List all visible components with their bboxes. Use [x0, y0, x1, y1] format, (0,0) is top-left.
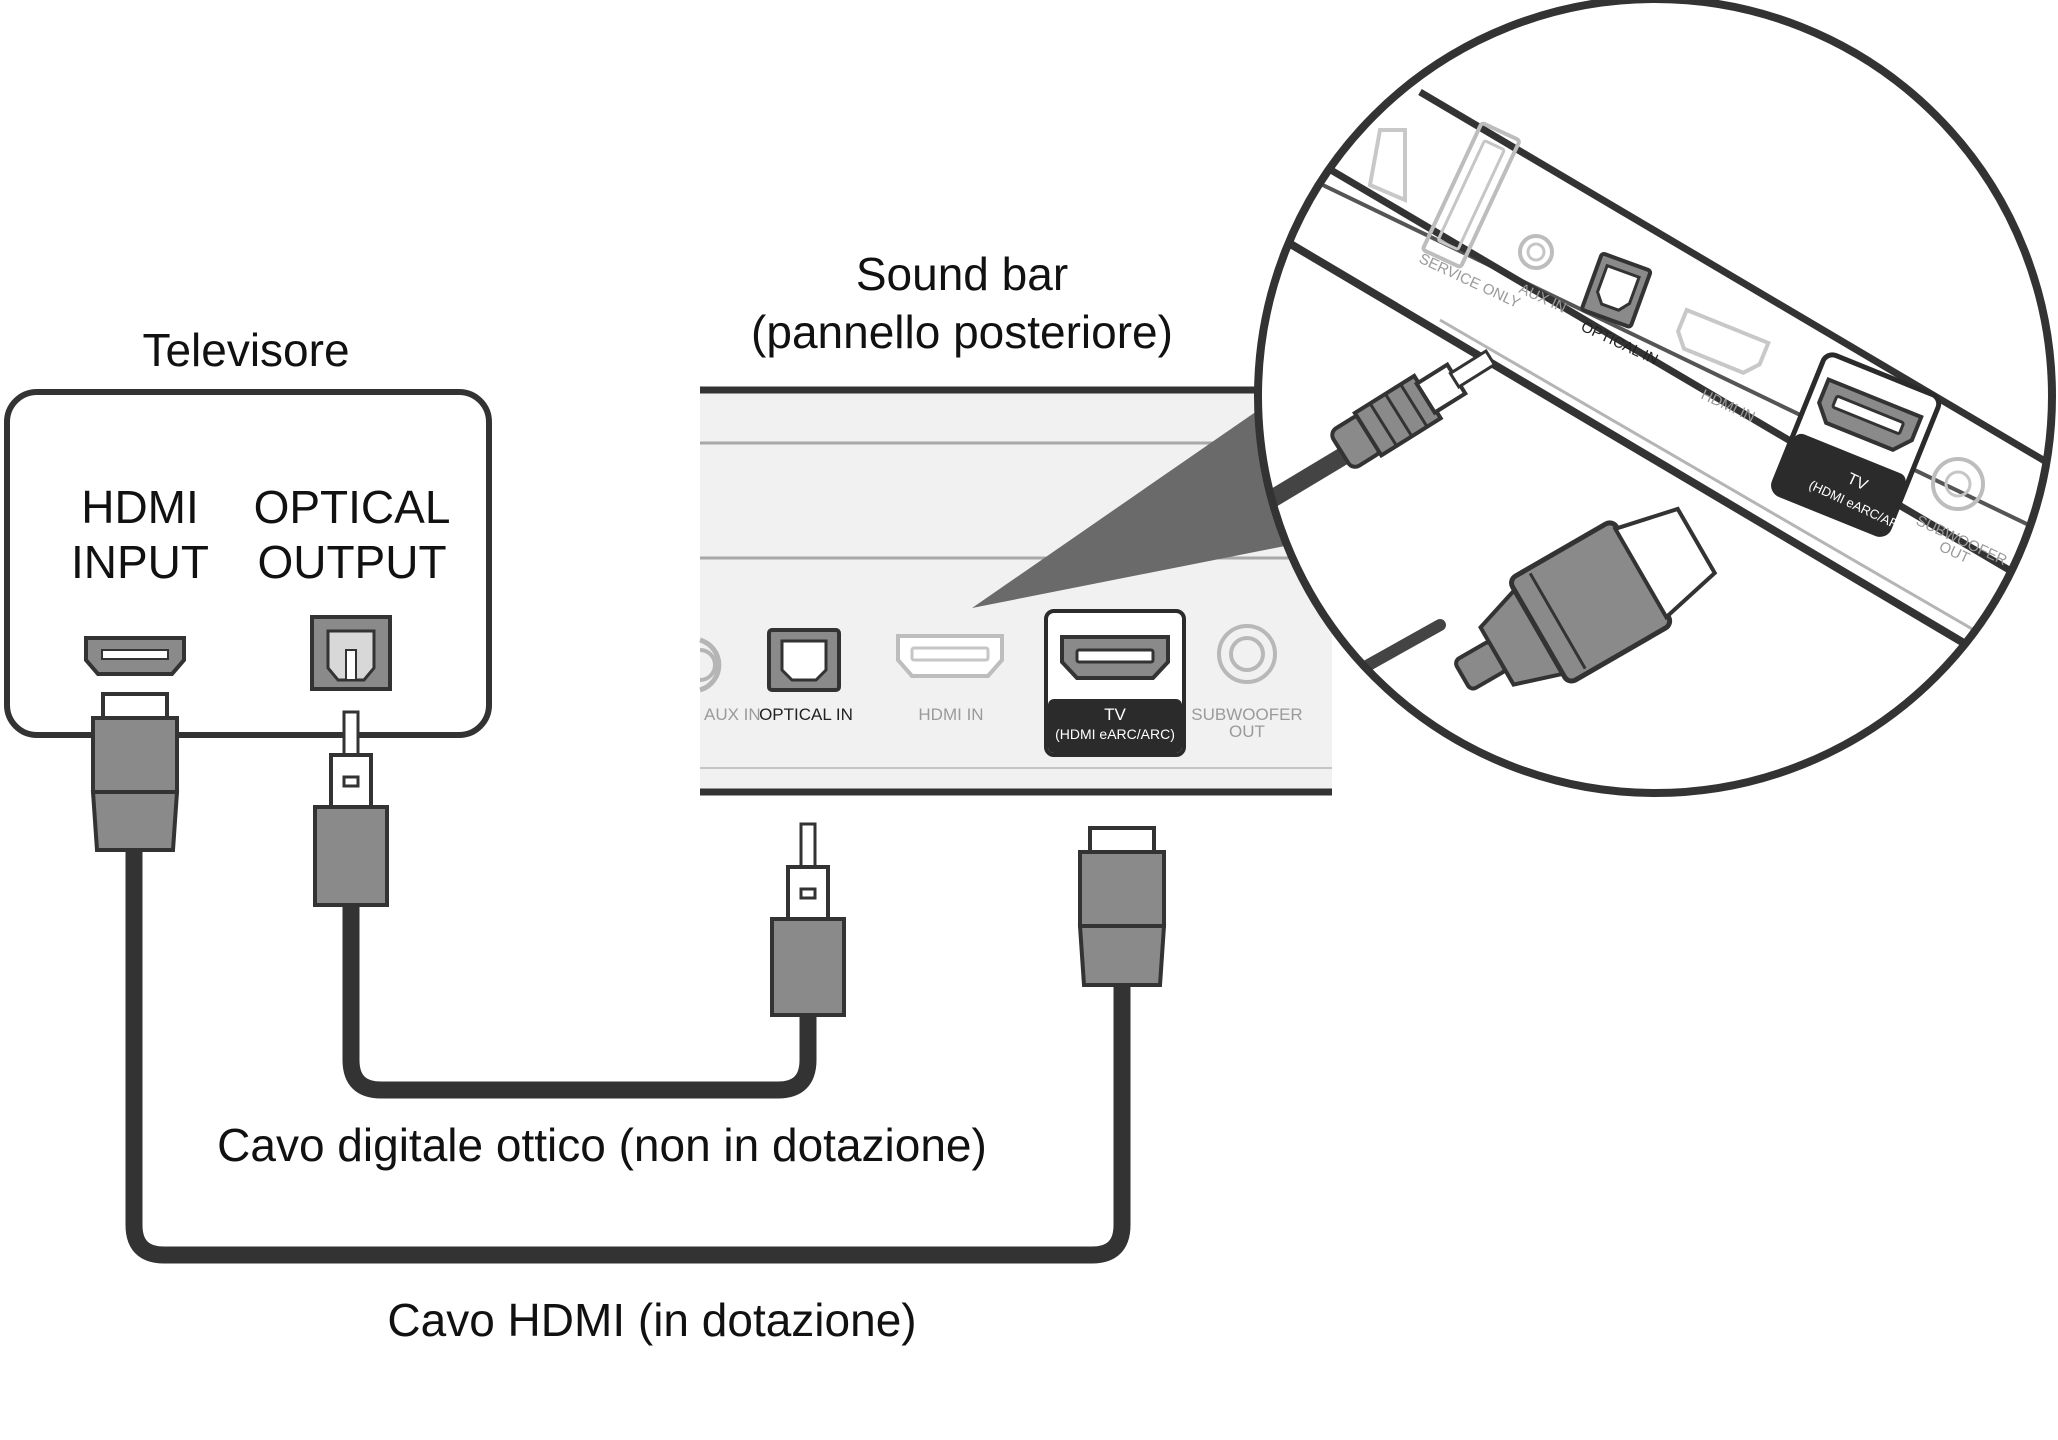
- zoom-aux-in-port: [1518, 234, 1554, 270]
- soundbar-aux-in-label: AUX IN: [704, 705, 761, 724]
- soundbar-optical-plug: [770, 822, 846, 1017]
- tv-hdmi-plug: [90, 692, 180, 852]
- zoom-detail: SERVICE ONLY AUX IN OPTICAL IN HDMI IN T…: [1260, 1, 2050, 726]
- hdmi-cable: [125, 850, 1131, 1264]
- zoom-tv-hdmi-earc-port: [1771, 352, 1942, 537]
- soundbar-tv-hdmi-earc-port: [1044, 609, 1186, 757]
- soundbar-optical-in-label: OPTICAL IN: [759, 705, 853, 724]
- zoom-indicator: [972, 402, 1290, 608]
- soundbar-subwoofer-label-line1: SUBWOOFER: [1191, 705, 1302, 724]
- zoom-optical-in-port: [1580, 251, 1653, 329]
- tv-optical-port: [310, 615, 392, 691]
- zoom-hdmi-plug: [1264, 506, 1718, 726]
- optical-cable-label: Cavo digitale ottico (non in dotazione): [217, 1119, 987, 1171]
- soundbar-subwoofer-out-port: [1217, 624, 1277, 684]
- soundbar-tv-label-line1: TV: [1104, 705, 1126, 724]
- zoom-service-only-port: [1421, 121, 1521, 269]
- tv-title: Televisore: [142, 324, 349, 376]
- soundbar-optical-in-port: [767, 628, 841, 692]
- tv-optical-label-line1: OPTICAL: [254, 481, 451, 533]
- tv-hdmi-label-line1: HDMI: [81, 481, 199, 533]
- zoom-hdmi-in-port: [1675, 307, 1771, 375]
- tv-hdmi-port: [84, 636, 186, 676]
- soundbar-hdmi-in-label: HDMI IN: [918, 705, 983, 724]
- optical-cable: [342, 905, 817, 1099]
- soundbar-tv-label-line2: (HDMI eARC/ARC): [1055, 726, 1175, 742]
- soundbar-subwoofer-label-line2: OUT: [1229, 722, 1265, 741]
- tv-optical-plug: [313, 710, 389, 907]
- soundbar-hdmi-plug: [1077, 826, 1167, 987]
- soundbar-title-line2: (pannello posteriore): [751, 306, 1173, 358]
- hdmi-cable-label: Cavo HDMI (in dotazione): [387, 1294, 916, 1346]
- tv-optical-label-line2: OUTPUT: [257, 536, 446, 588]
- tv-hdmi-label-line2: INPUT: [71, 536, 209, 588]
- soundbar-title-line1: Sound bar: [856, 248, 1068, 300]
- soundbar-hdmi-in-port: [896, 634, 1004, 678]
- zoom-subwoofer-out-port: [1931, 457, 1985, 511]
- zoom-optical-plug: [1261, 349, 1497, 509]
- zoom-circle-border: [1254, 0, 2056, 797]
- soundbar-aux-in-port: [699, 637, 722, 693]
